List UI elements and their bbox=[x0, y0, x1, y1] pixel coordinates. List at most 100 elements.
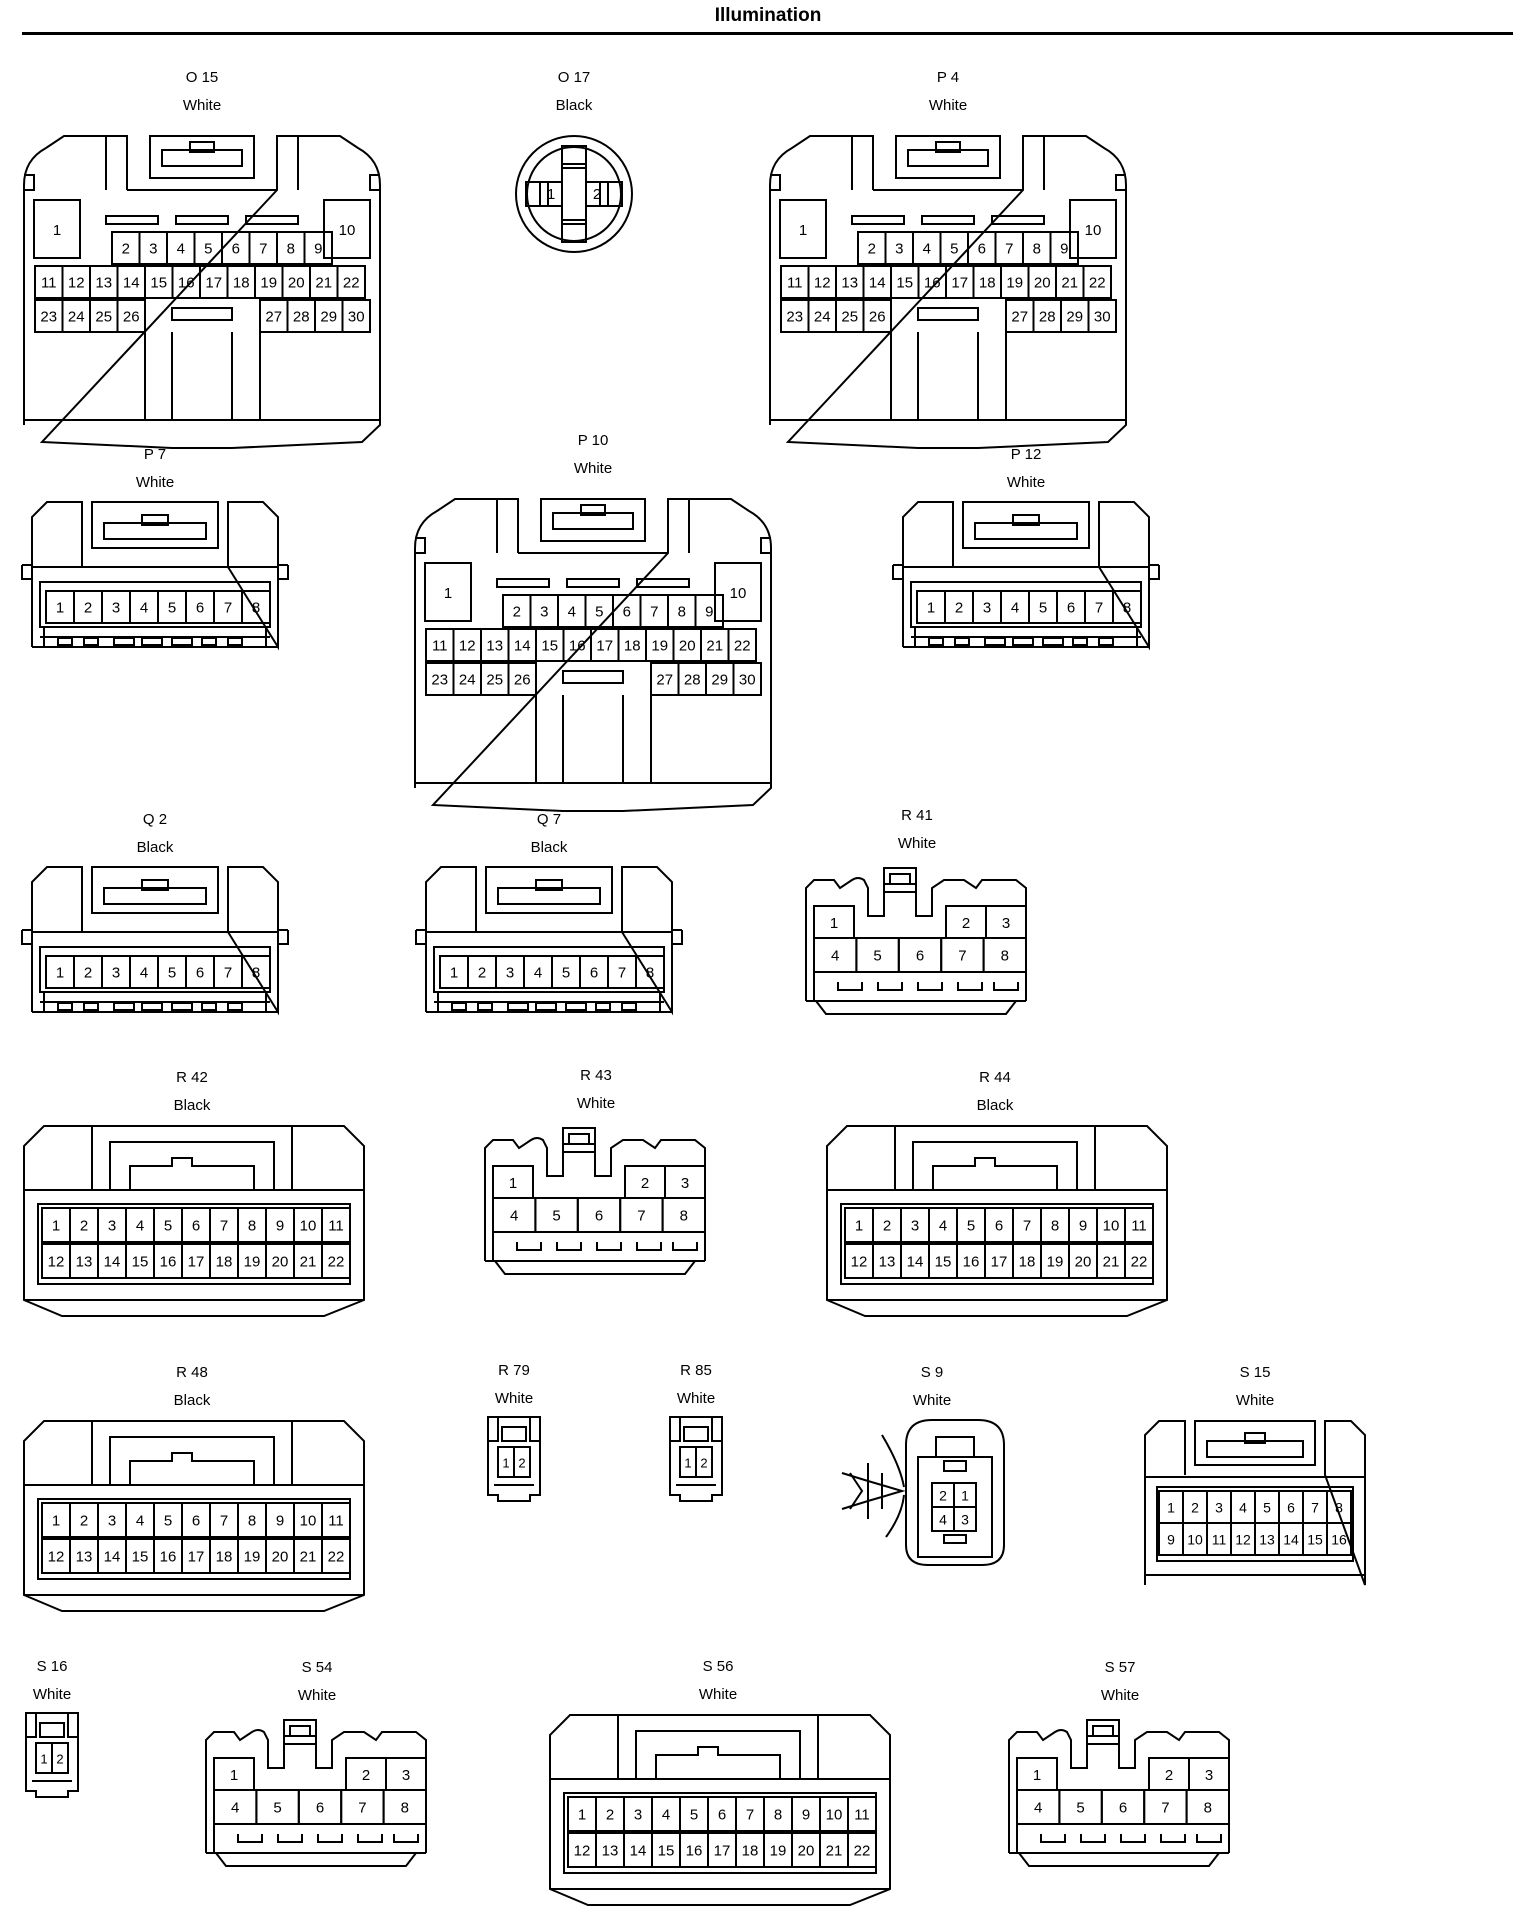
pin-11: 11 bbox=[847, 1796, 877, 1832]
svg-text:2: 2 bbox=[1191, 1500, 1199, 1516]
pin-21: 21 bbox=[1055, 265, 1085, 299]
svg-text:25: 25 bbox=[486, 672, 503, 689]
pin-1: 1 bbox=[679, 1446, 697, 1478]
pin-25: 25 bbox=[89, 299, 119, 333]
pin-14: 14 bbox=[116, 265, 146, 299]
svg-text:10: 10 bbox=[300, 1218, 317, 1235]
svg-text:5: 5 bbox=[950, 241, 958, 258]
connector-id: R 79 bbox=[498, 1362, 530, 1379]
svg-text:6: 6 bbox=[1119, 1800, 1127, 1817]
pin-13: 13 bbox=[1254, 1522, 1280, 1556]
pin-3: 3 bbox=[495, 955, 525, 989]
svg-text:4: 4 bbox=[140, 600, 148, 617]
connector-id: R 41 bbox=[901, 807, 933, 824]
pin-17: 17 bbox=[181, 1243, 211, 1279]
svg-text:8: 8 bbox=[1123, 600, 1131, 617]
svg-text:6: 6 bbox=[1287, 1500, 1295, 1516]
svg-text:2: 2 bbox=[1165, 1767, 1173, 1784]
pin-4: 4 bbox=[912, 231, 942, 265]
svg-text:7: 7 bbox=[224, 600, 232, 617]
pin-14: 14 bbox=[862, 265, 892, 299]
pin-1: 1 bbox=[439, 955, 469, 989]
svg-text:18: 18 bbox=[233, 275, 250, 292]
pin-6: 6 bbox=[576, 1197, 622, 1233]
pin-13: 13 bbox=[89, 265, 119, 299]
svg-text:22: 22 bbox=[734, 638, 751, 655]
pin-6: 6 bbox=[181, 1502, 211, 1538]
pin-19: 19 bbox=[645, 628, 675, 662]
pin-10: 10 bbox=[293, 1502, 323, 1538]
pin-4: 4 bbox=[651, 1796, 681, 1832]
svg-text:1: 1 bbox=[578, 1807, 586, 1824]
pin-11: 11 bbox=[1206, 1522, 1232, 1556]
svg-text:10: 10 bbox=[1187, 1532, 1203, 1548]
pin-7: 7 bbox=[994, 231, 1024, 265]
svg-text:7: 7 bbox=[1095, 600, 1103, 617]
connector-color: White bbox=[574, 460, 612, 477]
pin-8: 8 bbox=[1185, 1789, 1230, 1825]
pin-2: 2 bbox=[857, 231, 887, 265]
pin-8: 8 bbox=[241, 955, 271, 989]
svg-text:29: 29 bbox=[1066, 309, 1083, 326]
pin-4: 4 bbox=[129, 590, 159, 624]
svg-text:19: 19 bbox=[244, 1254, 261, 1271]
svg-text:18: 18 bbox=[216, 1549, 233, 1566]
pin-3: 3 bbox=[101, 955, 131, 989]
pin-11: 11 bbox=[321, 1207, 351, 1243]
svg-text:13: 13 bbox=[486, 638, 503, 655]
svg-text:28: 28 bbox=[293, 309, 310, 326]
pin-4: 4 bbox=[1230, 1490, 1256, 1524]
pin-15: 15 bbox=[928, 1243, 958, 1279]
svg-text:17: 17 bbox=[596, 638, 613, 655]
pin-20: 20 bbox=[1027, 265, 1057, 299]
pin-1: 1 bbox=[953, 1482, 977, 1508]
svg-text:18: 18 bbox=[979, 275, 996, 292]
svg-text:22: 22 bbox=[854, 1843, 871, 1860]
connector-id: S 56 bbox=[703, 1658, 734, 1675]
svg-text:10: 10 bbox=[730, 585, 747, 602]
pin-6: 6 bbox=[181, 1207, 211, 1243]
connector-color: White bbox=[577, 1095, 615, 1112]
svg-text:2: 2 bbox=[700, 1456, 707, 1471]
svg-text:11: 11 bbox=[328, 1218, 344, 1235]
pin-1: 1 bbox=[1158, 1490, 1184, 1524]
pin-5: 5 bbox=[855, 937, 900, 973]
pin-8: 8 bbox=[237, 1502, 267, 1538]
svg-text:20: 20 bbox=[1075, 1254, 1092, 1271]
svg-text:11: 11 bbox=[787, 275, 803, 292]
pin-5: 5 bbox=[1254, 1490, 1280, 1524]
pin-2: 2 bbox=[931, 1482, 955, 1508]
pin-2: 2 bbox=[51, 1742, 69, 1774]
svg-text:15: 15 bbox=[658, 1843, 675, 1860]
svg-text:1: 1 bbox=[509, 1175, 517, 1192]
pin-23: 23 bbox=[425, 662, 455, 696]
pin-9: 9 bbox=[265, 1207, 295, 1243]
svg-text:22: 22 bbox=[1131, 1254, 1148, 1271]
pin-7: 7 bbox=[340, 1789, 385, 1825]
pin-9: 9 bbox=[265, 1502, 295, 1538]
pin-12: 12 bbox=[452, 628, 482, 662]
svg-text:17: 17 bbox=[951, 275, 968, 292]
connector-id: S 15 bbox=[1240, 1364, 1271, 1381]
svg-text:7: 7 bbox=[259, 241, 267, 258]
pin-18: 18 bbox=[209, 1538, 239, 1574]
svg-text:9: 9 bbox=[276, 1218, 284, 1235]
svg-text:4: 4 bbox=[939, 1218, 947, 1235]
pin-5: 5 bbox=[1058, 1789, 1103, 1825]
svg-text:1: 1 bbox=[53, 222, 61, 239]
svg-text:5: 5 bbox=[168, 965, 176, 982]
svg-text:12: 12 bbox=[574, 1843, 591, 1860]
pin-20: 20 bbox=[265, 1538, 295, 1574]
pin-18: 18 bbox=[617, 628, 647, 662]
pin-8: 8 bbox=[276, 231, 306, 265]
svg-text:1: 1 bbox=[799, 222, 807, 239]
svg-text:12: 12 bbox=[1235, 1532, 1251, 1548]
svg-text:7: 7 bbox=[1311, 1500, 1319, 1516]
svg-text:13: 13 bbox=[602, 1843, 619, 1860]
svg-text:2: 2 bbox=[883, 1218, 891, 1235]
svg-text:6: 6 bbox=[623, 604, 631, 621]
svg-text:5: 5 bbox=[690, 1807, 698, 1824]
